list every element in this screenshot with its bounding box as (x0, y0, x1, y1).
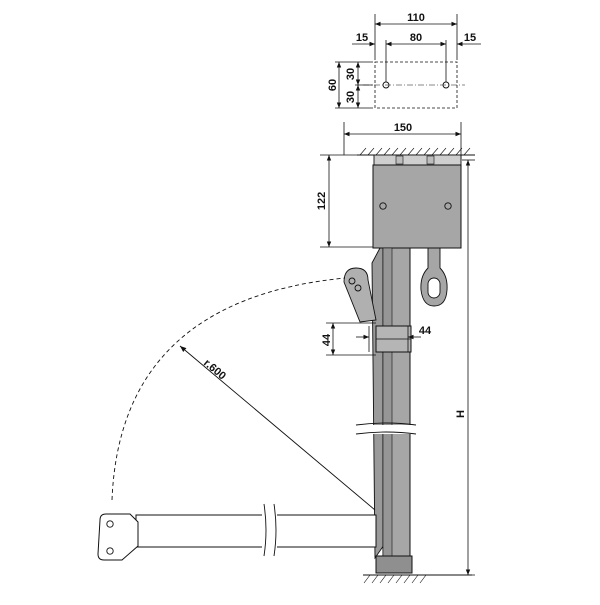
ceiling (357, 147, 475, 156)
release-lever (420, 247, 448, 307)
dim-hole-spacing: 80 (410, 32, 422, 44)
column-break-line (355, 422, 417, 426)
bolt-head (426, 155, 435, 165)
arm-end-hole (106, 520, 114, 528)
housing-screw (379, 202, 387, 210)
barrier-arm (97, 503, 377, 561)
release-lever-body (420, 247, 448, 307)
arm-break-line (273, 503, 277, 557)
pivot-bracket (343, 267, 377, 323)
dim-housing-width: 150 (394, 122, 412, 134)
ceiling-hatch (359, 147, 471, 156)
dim-plate-height: 60 (327, 79, 339, 91)
housing (372, 154, 462, 249)
dim-lower-half: 30 (345, 91, 357, 103)
column-break-gap (356, 425, 416, 434)
arm-end-cap (97, 513, 139, 561)
column-break-line (355, 431, 417, 435)
column-foot (375, 555, 413, 574)
dim-plate-width: 110 (407, 12, 425, 24)
arm-end-hole (106, 547, 114, 555)
dim-arm-radius: r.600 (201, 357, 228, 382)
housing-screw (444, 202, 452, 210)
housing-dimensions: 150 122 (316, 122, 462, 248)
arm-break-line (263, 503, 267, 557)
housing-top-flange (373, 154, 462, 166)
dim-overall-height: H (455, 410, 467, 418)
dim-left-margin: 15 (356, 32, 368, 44)
mounting-plate: 110 15 80 15 60 30 30 (327, 12, 481, 109)
pivot-hole (354, 284, 362, 292)
gearbox-body (372, 164, 462, 249)
column-shade (382, 247, 393, 559)
swing-arc: r.600 (111, 277, 376, 511)
dim-right-margin: 15 (464, 32, 476, 44)
bolt-head (395, 155, 404, 165)
radius-line (179, 345, 376, 511)
clamp-dimensions: 44 44 (321, 322, 432, 356)
floor (363, 574, 472, 584)
arm-tube (135, 514, 377, 548)
overall-height-dimension: H (414, 159, 475, 576)
dim-clamp-height: 44 (321, 333, 333, 346)
column (355, 247, 417, 574)
pivot-hole (348, 277, 356, 285)
dim-housing-height: 122 (316, 192, 328, 210)
dim-clamp-width: 44 (419, 325, 432, 337)
swing-path (111, 277, 346, 501)
floor-hatch (363, 574, 427, 584)
dim-upper-half: 30 (345, 68, 357, 80)
arm-pivot (343, 267, 377, 323)
release-lever-slot (427, 277, 441, 299)
